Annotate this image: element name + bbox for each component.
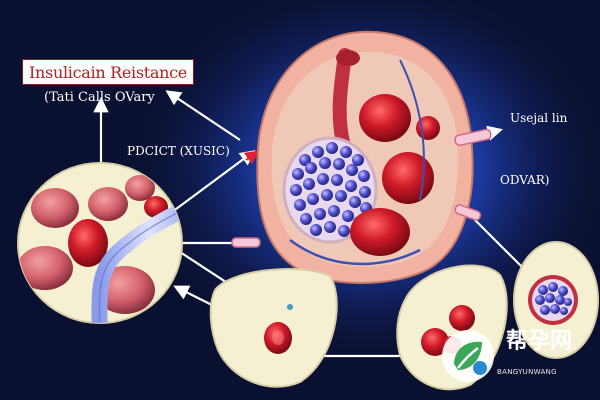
title-text: Insulicain Reistance (29, 62, 187, 82)
fallopian-tube (332, 48, 352, 157)
tube-outlet (231, 237, 261, 248)
small-red-cell (449, 305, 475, 331)
red-cell (68, 219, 108, 267)
tube-outlet (454, 128, 492, 147)
red-follicle (359, 94, 411, 142)
right-annotation-label-middle: ODVAR) (500, 173, 550, 187)
leaf-logo-icon (442, 330, 494, 382)
pink-cell (88, 187, 128, 221)
right-annotation-label-top: Usejal lin (510, 111, 568, 125)
title-box: Insulicain Reistance (22, 59, 194, 85)
watermark-subtext: BANGYUNWANG (497, 368, 557, 376)
pink-cell (18, 246, 73, 290)
pink-cell (31, 188, 79, 228)
small-red-cell (421, 328, 449, 356)
red-follicle (350, 208, 410, 256)
arrow-to-top (165, 90, 241, 141)
pink-cell (125, 175, 155, 201)
watermark-text: 帮孕网 (506, 328, 573, 354)
tube-outlet (454, 204, 482, 221)
red-pointer (243, 150, 260, 165)
subtitle-label: (Tati Calls OVary (44, 90, 155, 105)
arrow-to-organ (167, 150, 256, 216)
ovary-organ (231, 30, 492, 285)
left-cell-panel (17, 162, 183, 324)
red-follicle (382, 152, 434, 204)
right-follicle-panel (513, 241, 599, 359)
left-annotation-label: PDCICT (XUSIC) (127, 144, 230, 158)
